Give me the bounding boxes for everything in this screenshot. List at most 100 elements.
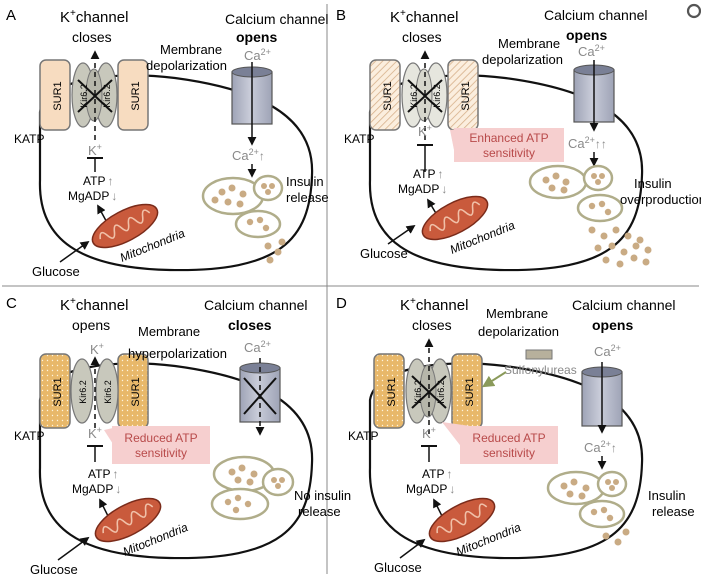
katp-channel: SUR1 SUR1 Kir6.2 Kir6.2 — [373, 353, 483, 429]
callout-text-1: Enhanced ATP — [469, 131, 548, 145]
sur1-label: SUR1 — [386, 377, 398, 406]
insulin-release-label-2: overproduction — [620, 192, 701, 207]
k-channel-state: closes — [412, 317, 452, 333]
membrane-label: Membrane — [486, 306, 548, 321]
glucose-arrow — [399, 538, 426, 559]
insulin-vesicles — [210, 455, 295, 521]
insulin-release-label-2: release — [298, 504, 341, 519]
ca-ion-mid: Ca2+↑↑ — [568, 135, 607, 151]
calcium-channel-state: opens — [592, 317, 633, 333]
sur1-label: SUR1 — [460, 81, 472, 110]
mitochondria-icon — [91, 203, 159, 249]
katp-channel: SUR1 SUR1 Kir6.2 Kir6.2 — [39, 59, 149, 131]
sur1-label: SUR1 — [52, 81, 64, 110]
atp-label: ATP↑ — [83, 174, 113, 188]
glucose-label: Glucose — [32, 264, 80, 279]
insulin-release-label: No insulin — [294, 488, 351, 503]
mgadp-label: MgADP↓ — [398, 182, 447, 196]
sulfonylurea-drug: Sulfonylureas — [481, 349, 577, 388]
insulin-release-label: Insulin — [648, 488, 686, 503]
insulin-vesicles — [528, 164, 652, 268]
glucose-arrow — [387, 224, 416, 245]
panel-letter: A — [6, 7, 16, 24]
panel-letter: D — [336, 295, 347, 312]
closed-x — [407, 79, 443, 113]
sur1-subunit — [39, 59, 71, 131]
atp-label: ATP↑ — [422, 467, 452, 481]
pill-icon — [525, 349, 553, 360]
sur1-label: SUR1 — [130, 81, 142, 110]
mgadp-label: MgADP↓ — [72, 482, 121, 496]
panel-b: B K+channel closes SUR1 SUR1 Kir6.2 Kir6… — [336, 7, 701, 272]
panel-a: A K+channel closes SUR1 SUR1 Kir6.2 Kir6… — [6, 7, 329, 279]
ca-ion-top: Ca2+ — [244, 339, 271, 355]
kir-subunit — [70, 358, 94, 424]
sur1-label: SUR1 — [52, 377, 64, 406]
panel-letter: B — [336, 7, 346, 24]
kir-subunit — [95, 358, 119, 424]
k-channel-state: closes — [402, 29, 442, 45]
k-ion-label: K+ — [418, 123, 432, 139]
membrane-label: Membrane — [498, 36, 560, 51]
sensitivity-callout: Enhanced ATP sensitivity — [450, 128, 564, 162]
sur1-label: SUR1 — [464, 377, 476, 406]
ca-ion-top: Ca2+ — [244, 47, 271, 63]
ca-ion-top: Ca2+ — [594, 343, 621, 359]
sur1-label: SUR1 — [130, 377, 142, 406]
kir-label: Kir6.2 — [103, 380, 113, 404]
panel-d: D K+channel closes SUR1 SUR1 Kir6.2 Kir6… — [336, 295, 695, 575]
calcium-channel-label: Calcium channel — [225, 11, 329, 27]
mgadp-label: MgADP↓ — [406, 482, 455, 496]
membrane-state: depolarization — [478, 324, 559, 339]
calcium-channel-label: Calcium channel — [204, 297, 308, 313]
sur1-label: SUR1 — [382, 81, 394, 110]
k-channel-label: K+channel — [390, 8, 458, 26]
calcium-channel-state: closes — [228, 317, 272, 333]
calcium-channel-state: opens — [566, 27, 607, 43]
insulin-release-label: Insulin — [286, 174, 324, 189]
ca-ion-top: Ca2+ — [578, 43, 605, 59]
calcium-channel-label: Calcium channel — [572, 297, 676, 313]
katp-label: KATP — [344, 132, 374, 146]
callout-text-2: sensitivity — [483, 146, 535, 160]
mgadp-label: MgADP↓ — [68, 189, 117, 203]
katp-label: KATP — [348, 429, 378, 443]
sensitivity-callout: Reduced ATP sensitivity — [442, 422, 558, 464]
k-channel-label: K+channel — [60, 296, 128, 314]
k-channel-state: opens — [72, 317, 110, 333]
callout-text-1: Reduced ATP — [472, 431, 545, 445]
membrane-label: Membrane — [160, 42, 222, 57]
mitochondria-icon — [421, 195, 489, 241]
insulin-release-label: Insulin — [634, 176, 672, 191]
glucose-label: Glucose — [360, 246, 408, 261]
katp-channel: SUR1 SUR1 Kir6.2 Kir6.2 — [369, 59, 479, 131]
calcium-channel-state: opens — [236, 29, 277, 45]
kir-label: Kir6.2 — [79, 84, 89, 108]
katp-label: KATP — [14, 132, 44, 146]
glucose-arrow — [59, 240, 90, 263]
membrane-state: depolarization — [146, 58, 227, 73]
callout-text-2: sensitivity — [135, 446, 187, 460]
k-channel-label: K+channel — [400, 296, 468, 314]
katp-label: KATP — [14, 429, 44, 443]
closed-x — [411, 375, 447, 409]
sur1-subunit — [373, 353, 405, 429]
atp-label: ATP↑ — [88, 467, 118, 481]
panel-letter: C — [6, 295, 17, 312]
circle-icon — [686, 3, 701, 19]
sulfonylureas-label: Sulfonylureas — [504, 363, 577, 377]
k-channel-label: K+channel — [60, 8, 128, 26]
closed-x — [77, 79, 113, 113]
k-ion-label: K+ — [88, 425, 102, 441]
kir-label: Kir6.2 — [436, 380, 446, 404]
kir-label: Kir6.2 — [413, 380, 423, 404]
insulin-vesicles — [546, 470, 630, 546]
membrane-state: depolarization — [482, 52, 563, 67]
calcium-channel-label: Calcium channel — [544, 7, 648, 23]
k-channel-state: closes — [72, 29, 112, 45]
membrane-label: Membrane — [138, 324, 200, 339]
sur1-subunit — [39, 353, 71, 429]
kir-label: Kir6.2 — [78, 380, 88, 404]
k-ion-label: K+ — [88, 142, 102, 158]
